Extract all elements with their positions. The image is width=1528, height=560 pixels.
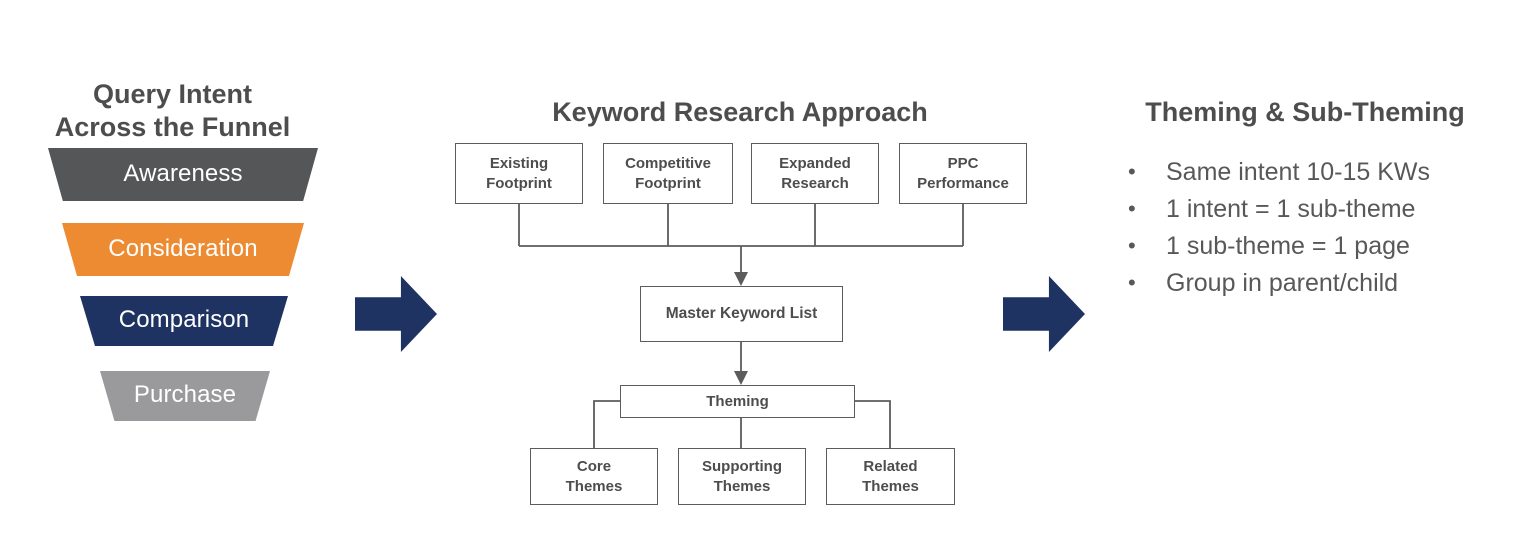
flow-box-label: Competitive Footprint [625, 155, 711, 192]
keyword-research-flow-panel: Keyword Research Approach Existing Footp… [455, 97, 1027, 505]
flow-box-supporting-themes[interactable]: Supporting Themes [678, 448, 806, 505]
flow-box-master-keyword-list[interactable]: Master Keyword List [640, 286, 843, 342]
funnel-segment-purchase[interactable]: Purchase [100, 371, 270, 421]
flow-box-theming[interactable]: Theming [620, 385, 855, 418]
flow-box-existing-footprint[interactable]: Existing Footprint [455, 143, 583, 204]
arrowhead-to-master [734, 272, 748, 286]
flow-box-related-themes[interactable]: Related Themes [826, 448, 955, 505]
bullet-dot-icon: • [1128, 270, 1136, 295]
list-item-label: 1 sub-theme = 1 page [1166, 232, 1410, 260]
list-item: • Same intent 10-15 KWs [1128, 160, 1528, 185]
bullet-dot-icon: • [1128, 196, 1136, 221]
flow-panel-title: Keyword Research Approach [552, 97, 928, 128]
flow-box-label: Expanded Research [779, 155, 851, 192]
funnel-segment-consideration[interactable]: Consideration [62, 223, 304, 276]
flow-box-expanded-research[interactable]: Expanded Research [751, 143, 879, 204]
flow-box-label: Existing Footprint [486, 155, 552, 192]
flow-box-label: Related Themes [862, 458, 919, 495]
list-item-label: 1 intent = 1 sub-theme [1166, 195, 1416, 223]
list-item: • 1 intent = 1 sub-theme [1128, 197, 1528, 222]
funnel-segment-comparison[interactable]: Comparison [80, 296, 288, 346]
theming-bullet-list: • Same intent 10-15 KWs • 1 intent = 1 s… [1128, 160, 1528, 308]
list-item: • Group in parent/child [1128, 271, 1528, 296]
funnel-segment-awareness[interactable]: Awareness [48, 148, 318, 201]
bullet-dot-icon: • [1128, 159, 1136, 184]
funnel-panel-title: Query Intent Across the Funnel [54, 79, 291, 143]
flow-box-label: Theming [706, 392, 769, 410]
funnel-segment-label: Purchase [133, 381, 237, 408]
theming-panel-title: Theming & Sub-Theming [1145, 97, 1465, 128]
funnel-segment-label: Awareness [123, 159, 243, 187]
arrowhead-to-theming [734, 371, 748, 385]
funnel-segment-label: Comparison [118, 306, 250, 333]
flow-box-competitive-footprint[interactable]: Competitive Footprint [603, 143, 733, 204]
list-item-label: Group in parent/child [1166, 269, 1399, 297]
list-item-label: Same intent 10-15 KWs [1166, 158, 1431, 186]
flow-box-label: PPC Performance [917, 155, 1009, 192]
flow-box-label: Master Keyword List [665, 305, 818, 323]
query-intent-funnel-panel: Query Intent Across the Funnel Awareness… [0, 0, 345, 560]
bullet-dot-icon: • [1128, 233, 1136, 258]
flow-box-label: Core Themes [565, 458, 623, 495]
flow-box-label: Supporting Themes [702, 458, 782, 495]
flow-box-ppc-performance[interactable]: PPC Performance [899, 143, 1027, 204]
flow-box-core-themes[interactable]: Core Themes [530, 448, 658, 505]
list-item: • 1 sub-theme = 1 page [1128, 234, 1528, 259]
funnel-segment-label: Consideration [108, 234, 258, 262]
